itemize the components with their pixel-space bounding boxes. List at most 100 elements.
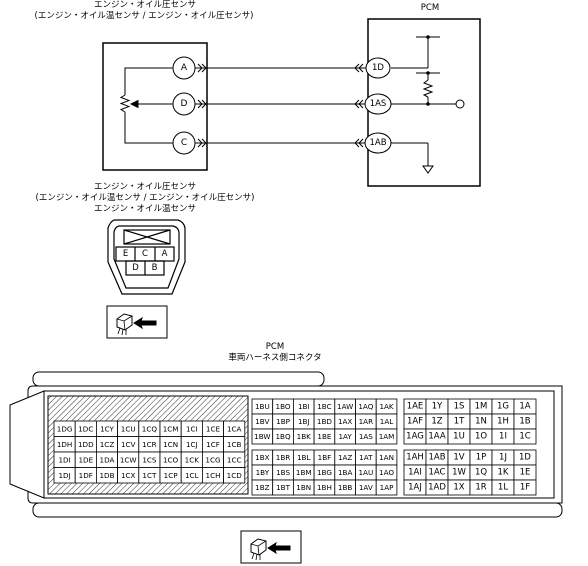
- pin-label: 1P: [476, 453, 487, 463]
- pin-label: 1AJ: [408, 483, 422, 493]
- pin-label: 1AK: [379, 402, 393, 411]
- pin-label: 1BA: [338, 468, 353, 477]
- pin-label: 1AQ: [358, 402, 373, 411]
- pin-label: 1AT: [359, 453, 373, 462]
- pin-cell: [513, 479, 537, 496]
- pin-label: 1BM: [296, 468, 312, 477]
- pin-label: 1CI: [186, 424, 198, 433]
- pin-label: 1DH: [57, 440, 73, 449]
- pin-label: 1U: [453, 432, 465, 442]
- pin-label: 1BT: [276, 483, 291, 492]
- pcm-title: PCM: [420, 3, 440, 13]
- sensor-pin-label: D: [181, 99, 188, 109]
- pin-label: 1DC: [78, 424, 93, 433]
- pin-label: 1BC: [317, 402, 331, 411]
- pin-label: 1CR: [142, 440, 157, 449]
- pin-label: 1AM: [379, 432, 395, 441]
- pin-label: 1BI: [298, 402, 310, 411]
- pin-label: 1AL: [380, 417, 394, 426]
- pin-label: 1BJ: [298, 417, 310, 426]
- pin-label: 1AF: [407, 417, 423, 427]
- pin-label: 1DD: [78, 440, 94, 449]
- pin-label: 1AX: [338, 417, 352, 426]
- pin-label: 1CP: [164, 471, 179, 480]
- pin-label: 1AP: [380, 483, 394, 492]
- pin-label: 1AW: [337, 402, 353, 411]
- pin-label: 1BH: [317, 483, 332, 492]
- pcm-connector-subtitle: 車両ハーネス側コネクタ: [228, 353, 322, 363]
- pin-label: 1BG: [317, 468, 332, 477]
- pin-label: 1AG: [406, 432, 424, 442]
- pin-label: 1R: [475, 483, 486, 493]
- pin-label: 1V: [453, 453, 464, 463]
- pin-label: 1AD: [428, 483, 446, 493]
- junction-dot: [426, 35, 430, 39]
- pin-label: 1BL: [297, 453, 311, 462]
- pin-label: 1BE: [317, 432, 332, 441]
- pin-cell: [375, 428, 398, 445]
- pin-label: 1W: [452, 468, 466, 478]
- pin-label: 1BO: [276, 402, 291, 411]
- pcm-pin-label: 1D: [372, 63, 384, 73]
- pin-label: 1BP: [276, 417, 291, 426]
- pin-label: 1DE: [78, 455, 93, 464]
- pin-label: 1B: [519, 417, 530, 427]
- pin-label: 1BS: [276, 468, 290, 477]
- pin-label: 1BF: [318, 453, 332, 462]
- pin-label: 1BD: [317, 417, 333, 426]
- pin-label: 1AA: [428, 432, 445, 442]
- pin-label: 1H: [497, 417, 509, 427]
- pin-label: 1L: [498, 483, 508, 493]
- pcm-pin-ovals: [364, 57, 392, 154]
- pin-label: 1E: [520, 468, 531, 478]
- connector-pin-label: A: [162, 249, 168, 259]
- pin-cell: [513, 428, 537, 445]
- pin-cell: [375, 479, 398, 496]
- pin-label: 1CU: [121, 424, 136, 433]
- pin-label: 1J: [499, 453, 507, 463]
- pin-label: 1S: [454, 402, 465, 412]
- connector-label-line2: (エンジン・オイル温センサ / エンジン・オイル圧センサ): [35, 193, 255, 203]
- junction-dot: [426, 71, 430, 75]
- sensor-title: エンジン・オイル圧センサ: [93, 0, 196, 10]
- pin-label: 1CY: [100, 424, 114, 433]
- pin-label: 1CF: [206, 440, 220, 449]
- sensor-potentiometer: [119, 67, 173, 144]
- sensor-connector-face: [107, 219, 186, 295]
- pin-label: 1CX: [121, 471, 136, 480]
- pin-label: 1AI: [408, 468, 422, 478]
- pin-label: 1O: [475, 432, 487, 442]
- pin-label: 1CD: [227, 471, 243, 480]
- pcm-connector-title: PCM: [265, 342, 285, 352]
- pin-label: 1CA: [227, 424, 242, 433]
- pin-label: 1K: [498, 468, 509, 478]
- pin-label: 1CT: [142, 471, 157, 480]
- pin-label: 1Q: [475, 468, 487, 478]
- pin-label: 1BU: [255, 402, 270, 411]
- harness-view-icon-pcm: [240, 530, 302, 564]
- pin-label: 1BQ: [275, 432, 291, 441]
- pin-label: 1AN: [379, 453, 394, 462]
- pin-label: 1AE: [407, 402, 424, 412]
- connector-label-line1: エンジン・オイル圧センサ: [93, 182, 196, 192]
- pin-label: 1N: [475, 417, 487, 427]
- pin-label: 1AS: [359, 432, 373, 441]
- sensor-subtitle: (エンジン・オイル温センサ / エンジン・オイル圧センサ): [34, 11, 254, 21]
- pin-label: 1BN: [296, 483, 311, 492]
- pin-label: 1AY: [338, 432, 352, 441]
- pin-label: 1G: [497, 402, 509, 412]
- pin-label: 1AZ: [338, 453, 352, 462]
- pin-label: 1BV: [255, 417, 269, 426]
- pcm-pin-label: 1AS: [370, 99, 387, 109]
- pin-label: 1CM: [163, 424, 179, 433]
- connector-pin-label: C: [142, 249, 148, 259]
- sensor-pin-circles: [172, 56, 196, 155]
- pin-label: 1BK: [297, 432, 312, 441]
- pin-label: 1I: [499, 432, 507, 442]
- pin-label: 1AU: [358, 468, 373, 477]
- sensor-pin-label: C: [181, 138, 187, 148]
- pin-label: 1CL: [185, 471, 199, 480]
